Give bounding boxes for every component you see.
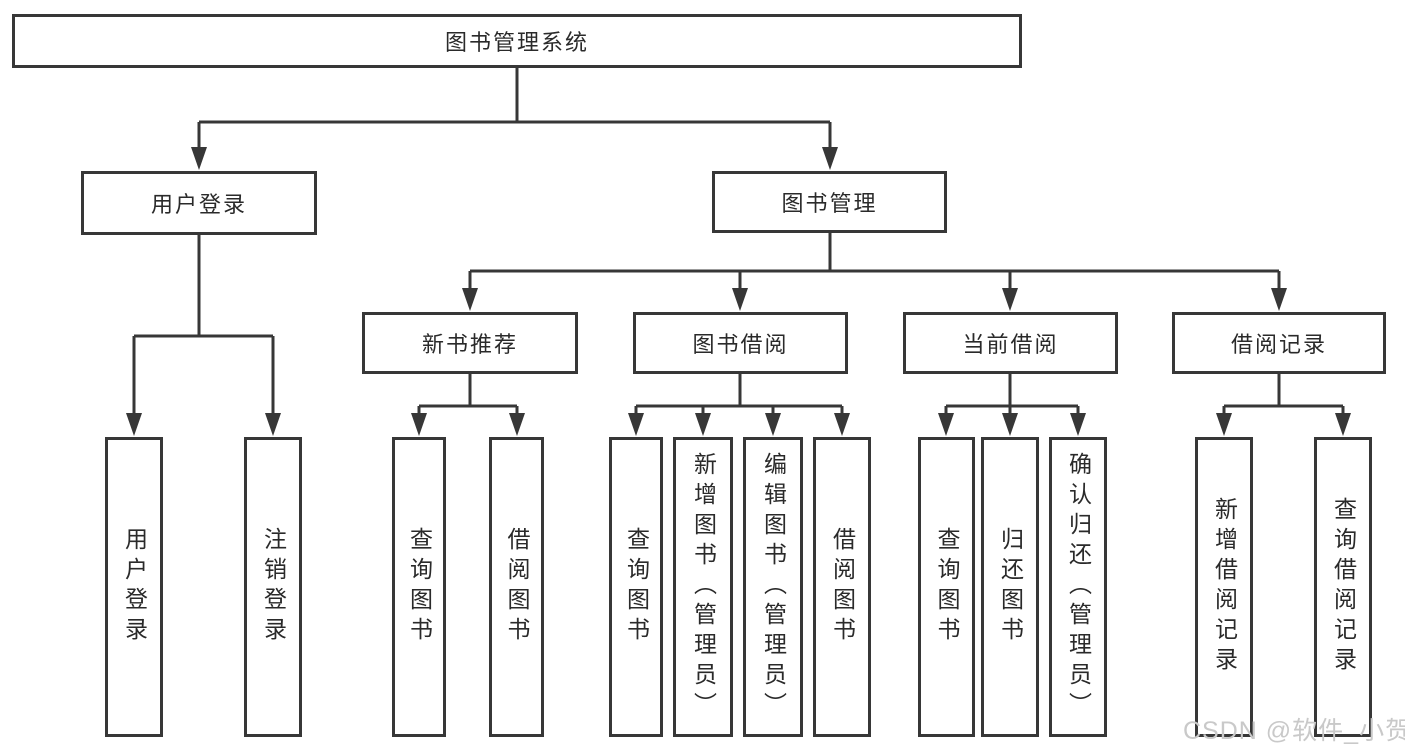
leaf-current-confirm-return-admin: 确认归还（管理员） xyxy=(1049,437,1107,737)
leaf-current-query-books: 查询图书 xyxy=(918,437,975,737)
node-user-login: 用户登录 xyxy=(81,171,317,235)
arrowheads xyxy=(126,147,1351,436)
node-root: 图书管理系统 xyxy=(12,14,1022,68)
leaf-borrowing-query-books: 查询图书 xyxy=(609,437,663,737)
watermark: CSDN @软件_小贺同学 xyxy=(1183,717,1405,745)
leaf-newbooks-query-books: 查询图书 xyxy=(392,437,446,737)
leaf-current-return-books: 归还图书 xyxy=(981,437,1039,737)
leaf-user-login: 用户登录 xyxy=(105,437,163,737)
leaf-logout: 注销登录 xyxy=(244,437,302,737)
node-book-borrowing: 图书借阅 xyxy=(633,312,848,374)
leaf-borrowing-edit-books-admin: 编辑图书（管理员） xyxy=(743,437,803,737)
leaf-records-query-record: 查询借阅记录 xyxy=(1314,437,1372,737)
leaf-borrowing-borrow-books: 借阅图书 xyxy=(813,437,871,737)
node-new-book-recommend: 新书推荐 xyxy=(362,312,578,374)
node-current-borrowing: 当前借阅 xyxy=(903,312,1118,374)
node-book-management: 图书管理 xyxy=(712,171,947,233)
leaf-records-add-record: 新增借阅记录 xyxy=(1195,437,1253,737)
leaf-newbooks-borrow-books: 借阅图书 xyxy=(489,437,544,737)
node-borrowing-records: 借阅记录 xyxy=(1172,312,1386,374)
leaf-borrowing-add-books-admin: 新增图书（管理员） xyxy=(673,437,733,737)
